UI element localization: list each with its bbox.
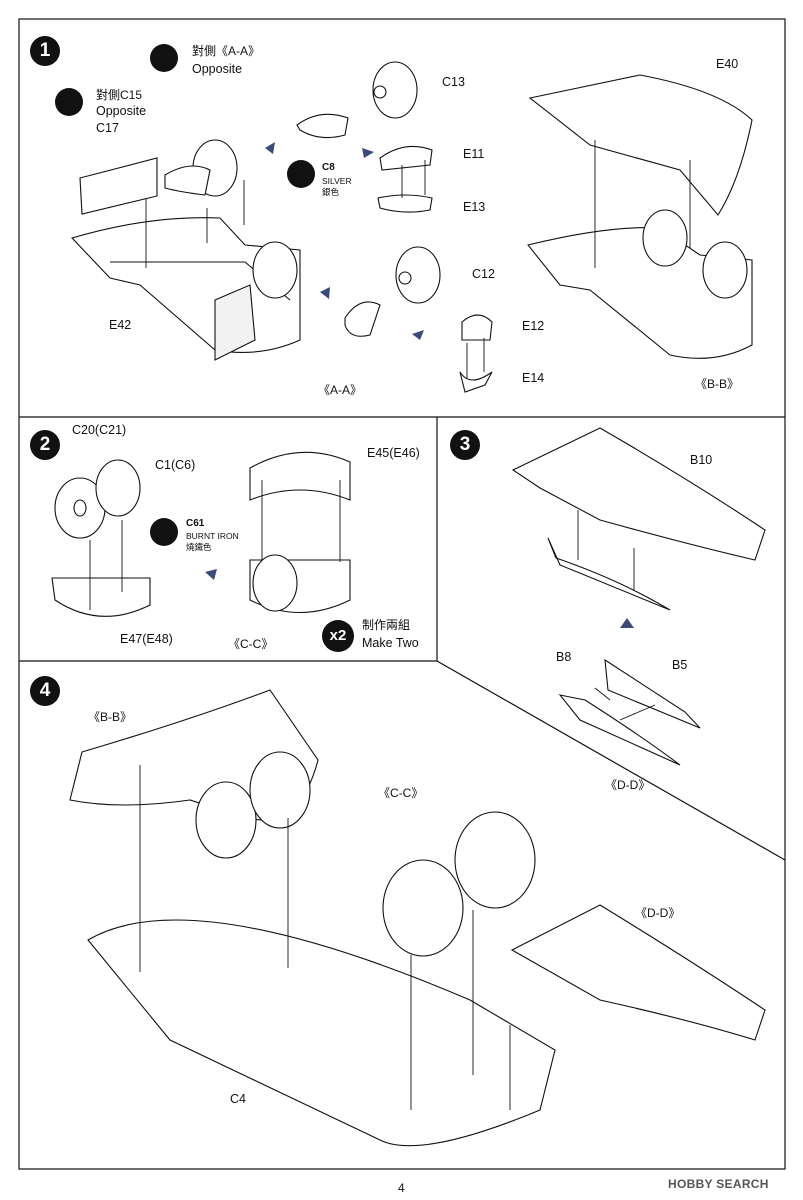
part-e45 (249, 451, 351, 501)
paint-code-c8: C8 (322, 162, 335, 173)
part-e13 (377, 194, 433, 213)
label-e45-e46: E45(E46) (367, 446, 420, 460)
part-b5 (604, 658, 701, 729)
step-number-3: 3 (450, 430, 480, 460)
opposite-arrow-icon (150, 44, 178, 72)
step2-art (51, 451, 351, 617)
opposite-aa-en: Opposite (192, 62, 243, 76)
subassembly-label-cc: 《C-C》 (228, 637, 274, 651)
part-e47 (51, 577, 151, 617)
opposite-aa-cn: 對側《A-A》 (192, 44, 261, 58)
step-number-1: 1 (30, 36, 60, 66)
label-b8: B8 (556, 650, 572, 664)
paint-name-burnt-iron-cn: 燒鐵色 (186, 542, 212, 552)
brand-watermark: HOBBY SEARCH (668, 1177, 769, 1191)
make-two-badge: x2 (322, 620, 354, 652)
part-b8 (558, 694, 681, 766)
paint-name-burnt-iron: BURNT IRON (186, 531, 239, 541)
subassembly-label-dd: 《D-D》 (605, 778, 651, 792)
label-e47-e48: E47(E48) (120, 632, 173, 646)
label-b10: B10 (690, 453, 713, 467)
opposite-arrow-icon (55, 88, 83, 116)
step-number-2: 2 (30, 430, 60, 460)
part-c12 (395, 246, 441, 304)
step3-art (511, 427, 766, 766)
part-e40 (528, 74, 753, 216)
make-two-cn: 制作兩組 (362, 618, 411, 632)
subassembly-cc-2 (454, 811, 536, 909)
part-e11 (379, 145, 433, 171)
assembly-bb (527, 227, 753, 359)
label-c1-c6: C1(C6) (155, 458, 196, 472)
paint-code-c61: C61 (186, 518, 205, 529)
label-b5: B5 (672, 658, 688, 672)
step-number-4: 4 (30, 676, 60, 706)
part-c1 (95, 459, 141, 517)
label-c20-c21: C20(C21) (72, 423, 127, 437)
part-c13 (372, 61, 418, 119)
label-c13: C13 (442, 75, 465, 89)
part-e12 (461, 314, 493, 341)
callout-bb: 《B-B》 (88, 710, 133, 724)
subassembly-cc-1 (382, 859, 464, 957)
label-c4: C4 (230, 1092, 246, 1106)
subassembly-dd (510, 904, 766, 1041)
part-c4 (87, 919, 556, 1147)
part-cone-left (164, 165, 211, 196)
page-number: 4 (398, 1181, 405, 1195)
label-e40: E40 (716, 57, 739, 71)
make-two-en: Make Two (362, 636, 419, 650)
divider-step3-diagonal (436, 660, 786, 861)
part-c12-cone (344, 301, 381, 337)
callout-cc: 《C-C》 (378, 786, 424, 800)
label-e42: E42 (109, 318, 132, 332)
label-c17: C17 (96, 121, 119, 135)
subassembly-label-aa: 《A-A》 (318, 383, 363, 397)
opposite-c15-en: Opposite (96, 104, 147, 118)
step1-art (70, 61, 753, 393)
label-e12: E12 (522, 319, 545, 333)
paint-name-silver-cn: 銀色 (322, 187, 340, 197)
part-c13-cone (296, 113, 349, 139)
label-c12: C12 (472, 267, 495, 281)
part-b10 (511, 427, 766, 561)
step4-art (69, 689, 766, 1147)
opposite-c15-cn: 對側C15 (96, 88, 143, 102)
part-c17 (79, 157, 158, 215)
paint-name-silver: SILVER (322, 176, 352, 186)
label-e11: E11 (463, 147, 485, 161)
subassembly-label-bb: 《B-B》 (695, 377, 740, 391)
outer-frame (18, 18, 786, 1170)
callout-dd: 《D-D》 (635, 906, 681, 920)
part-fan-right (252, 241, 298, 299)
part-b10-flap (547, 537, 671, 611)
paint-brush-icon (150, 518, 178, 546)
label-e14: E14 (522, 371, 545, 385)
label-e13: E13 (463, 200, 486, 214)
part-e14 (459, 371, 493, 393)
paint-brush-icon (287, 160, 315, 188)
